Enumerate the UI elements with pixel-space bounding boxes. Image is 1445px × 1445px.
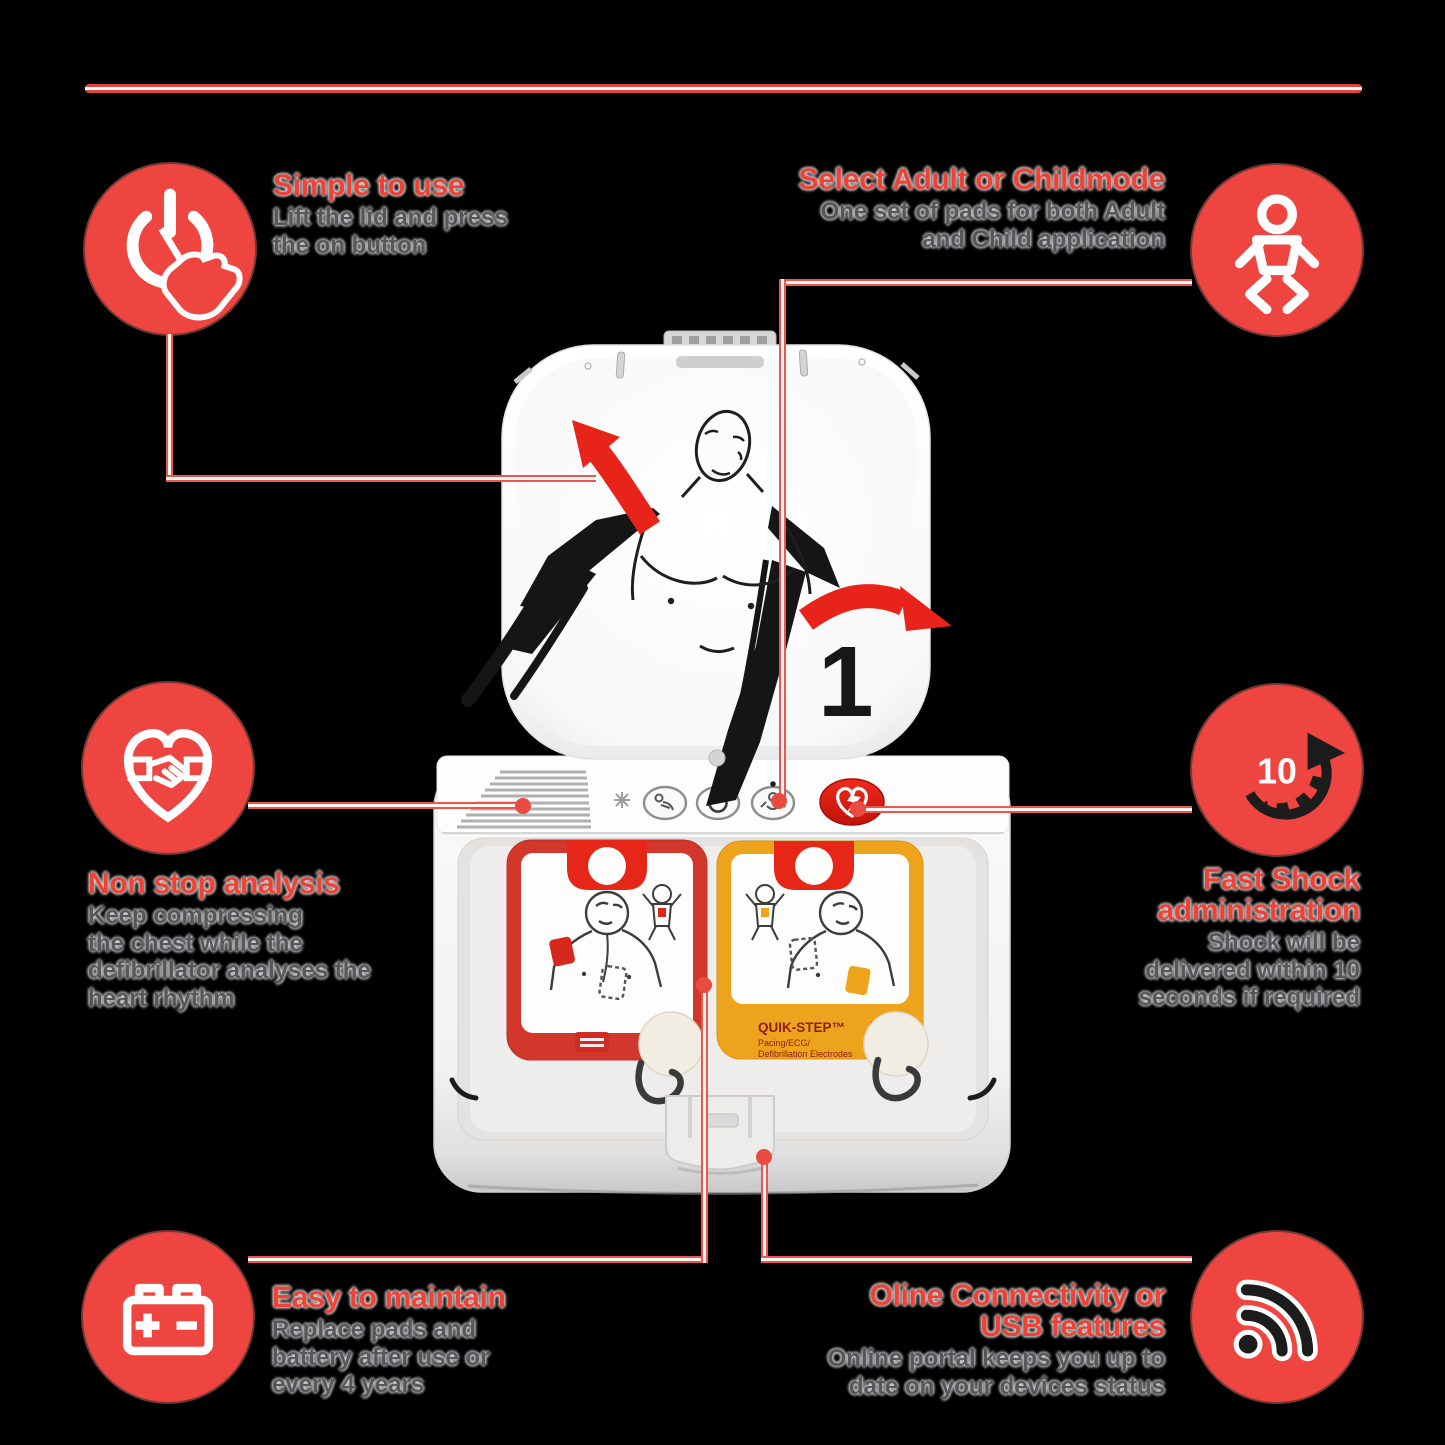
feature-circle-shock: 10 — [1192, 685, 1362, 855]
callout-line-childmode — [779, 279, 1192, 286]
feature-body: Online portal keeps you up to date on yo… — [827, 1345, 1165, 1400]
feature-circle-analysis — [83, 683, 253, 853]
feature-title: Fast Shock administration — [1157, 863, 1361, 927]
feature-title: Simple to use — [273, 169, 465, 202]
child-mode-button[interactable] — [750, 785, 796, 821]
physio-control-logo — [575, 1032, 609, 1052]
device-lid: 1 — [461, 330, 952, 806]
callout-line-maintain — [248, 1256, 708, 1263]
pad-package-yellow: QUIK-STEP™ Pacing/ECG/ Defibrillation El… — [716, 840, 929, 1102]
pad-package-red — [506, 839, 708, 1105]
pad-position-marker-yellow — [845, 965, 871, 996]
feature-select-mode: Select Adult or Childmode One set of pad… — [798, 163, 1166, 253]
feature-circle-simple — [85, 164, 255, 334]
callout-line-connectivity — [761, 1256, 1192, 1263]
pad-product-name: QUIK-STEP™ — [758, 1020, 845, 1035]
pad-clip-right — [967, 1077, 997, 1101]
adult-placement-art — [786, 890, 896, 989]
adult-placement-art — [549, 890, 663, 1001]
feature-title: Easy to maintain — [272, 1281, 506, 1314]
case-latch — [665, 1095, 775, 1175]
feature-circle-connectivity — [1192, 1232, 1362, 1402]
feature-body: Keep compressing the chest while the def… — [88, 902, 371, 1012]
power-press-icon — [126, 188, 243, 321]
feature-body: Shock will be delivered within 10 second… — [1138, 929, 1360, 1011]
shock-button[interactable] — [819, 778, 885, 826]
top-divider-rule — [85, 84, 1362, 93]
defibrillator-illustration: QUIK-STEP™ Pacing/ECG/ Defibrillation El… — [433, 330, 1011, 1195]
feature-body: One set of pads for both Adult and Child… — [820, 198, 1165, 253]
pad-subtitle-1: Pacing/ECG/ — [758, 1038, 811, 1048]
feature-simple-to-use: Simple to use Lift the lid and press the… — [273, 170, 508, 259]
feature-circle-maintain — [83, 1232, 253, 1402]
feature-body: Replace pads and battery after use or ev… — [272, 1316, 490, 1398]
arrow-left-icon — [588, 444, 660, 535]
feature-non-stop-analysis: Non stop analysis Keep compressing the c… — [88, 868, 371, 1012]
speaker-grille — [457, 770, 591, 829]
connector-well-left — [638, 1011, 704, 1077]
pad-subtitle-2: Defibrillation Electrodes — [758, 1049, 853, 1059]
child-figure-art — [745, 884, 785, 941]
pad-cable-right — [872, 1056, 921, 1102]
wifi-icon — [1233, 1279, 1318, 1362]
feature-fast-shock: Fast Shock administration Shock will be … — [1138, 863, 1361, 1012]
feature-title: Select Adult or Childmode — [798, 163, 1166, 196]
feature-easy-to-maintain: Easy to maintain Replace pads and batter… — [272, 1282, 506, 1399]
feature-connectivity: Oline Connectivity or USB features Onlin… — [827, 1279, 1166, 1400]
feature-title: Oline Connectivity or USB features — [869, 1279, 1166, 1343]
feature-body: Lift the lid and press the on button — [273, 204, 508, 259]
heart-hands-icon — [123, 729, 213, 823]
battery-icon — [122, 1283, 214, 1356]
pad-clip-left — [449, 1077, 479, 1101]
cpr-mode-button[interactable] — [642, 785, 688, 821]
feature-title: Non stop analysis — [88, 867, 340, 900]
feature-circle-childmode — [1192, 165, 1362, 335]
child-figure-art — [642, 884, 682, 941]
pad-position-marker-red — [549, 936, 575, 967]
step-number: 1 — [818, 626, 874, 738]
timer-label: 10 — [1257, 752, 1297, 792]
callout-line-simple — [166, 334, 173, 482]
arrow-right-icon — [798, 584, 909, 630]
lid-button-dot — [708, 749, 726, 767]
timer-10-icon: 10 — [1245, 732, 1345, 820]
baby-icon — [1234, 194, 1320, 315]
sparkle-icon — [614, 792, 630, 808]
status-led — [770, 781, 776, 787]
